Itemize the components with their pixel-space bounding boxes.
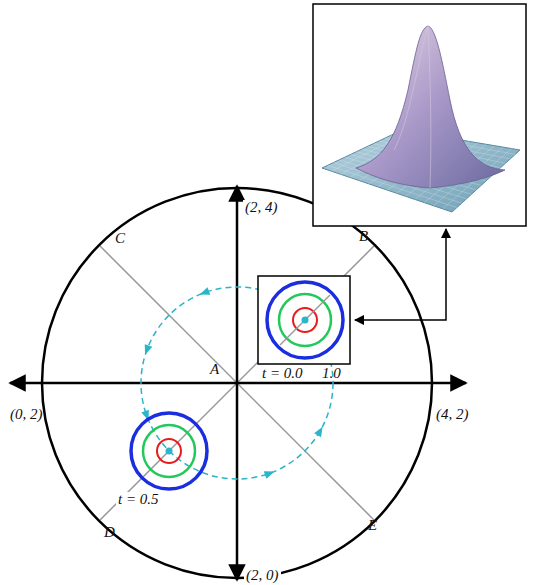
y-axis xyxy=(236,186,239,580)
time-label: 1.0 xyxy=(322,366,341,381)
point-label: B xyxy=(359,229,368,244)
highlight-box xyxy=(258,276,350,364)
gaussian-blob xyxy=(131,413,207,489)
coordinate-label: (2, 0) xyxy=(244,568,281,583)
point-label: A xyxy=(210,362,219,377)
orbit-arrowhead xyxy=(314,425,326,438)
orbit-arrowhead xyxy=(198,287,210,298)
gaussian-blob xyxy=(267,282,343,358)
time-label: t = 0.0 xyxy=(262,366,303,381)
coordinate-label: (4, 2) xyxy=(436,407,469,422)
gaussian-surface xyxy=(322,26,520,212)
orbit-arrowhead xyxy=(264,468,276,479)
inset-frame xyxy=(313,4,526,226)
leader-line xyxy=(355,229,446,320)
point-label: E xyxy=(368,518,377,533)
time-label: t = 0.5 xyxy=(116,492,161,507)
orbit-arrowhead xyxy=(141,344,152,356)
coordinate-label: (0, 2) xyxy=(10,407,43,422)
point-label: C xyxy=(115,231,125,246)
coordinate-label: (2, 4) xyxy=(243,200,280,215)
point-label: D xyxy=(104,525,115,540)
